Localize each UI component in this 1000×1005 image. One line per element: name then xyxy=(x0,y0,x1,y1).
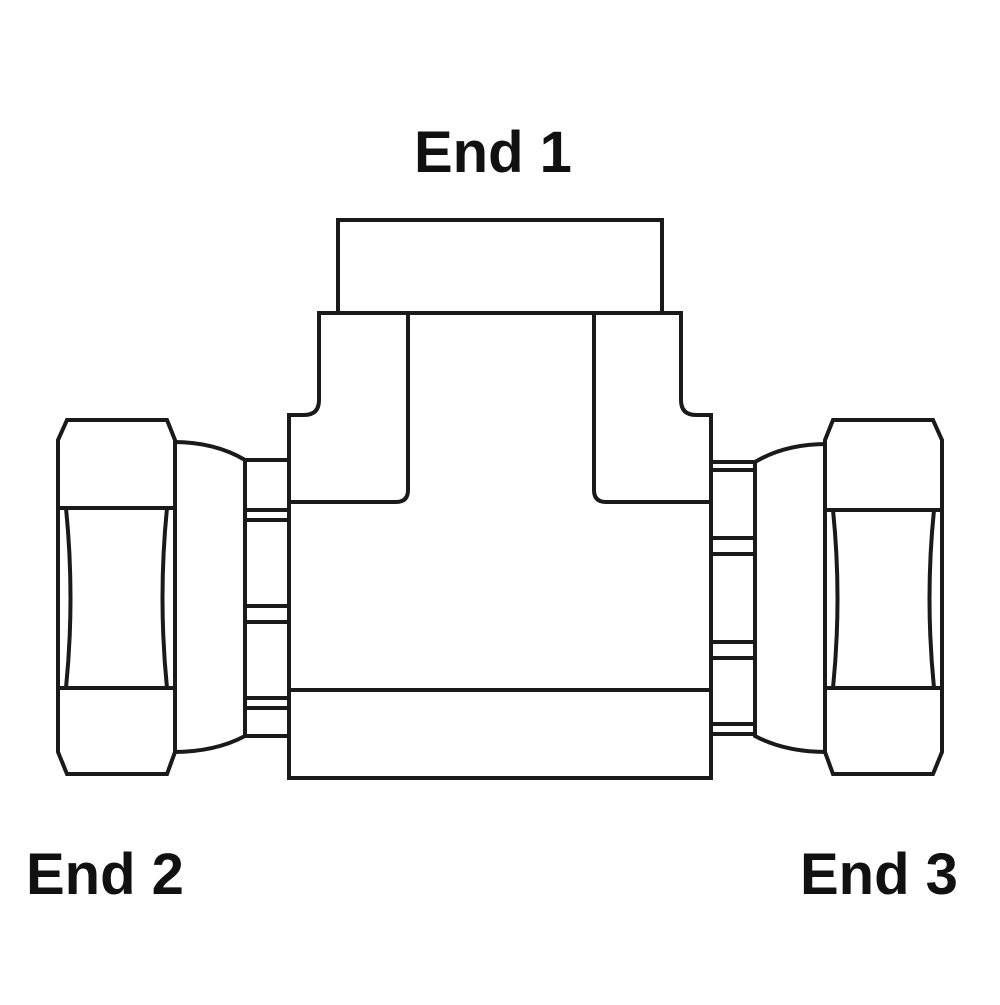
end3-hex-nut xyxy=(823,418,944,776)
end3-stem xyxy=(709,460,757,736)
end2-label: End 2 xyxy=(26,842,184,907)
end2-hex-nut xyxy=(56,418,177,776)
end2-stem xyxy=(243,458,291,738)
tee-inner-outline xyxy=(289,313,410,504)
end2-collar xyxy=(171,439,247,755)
end1-label: End 1 xyxy=(414,120,572,185)
end1-cap xyxy=(336,218,664,315)
end3-label: End 3 xyxy=(800,842,958,907)
tee-body-outline xyxy=(287,311,713,780)
end3-collar xyxy=(753,441,829,755)
tee-inner-outline-right xyxy=(592,313,711,504)
